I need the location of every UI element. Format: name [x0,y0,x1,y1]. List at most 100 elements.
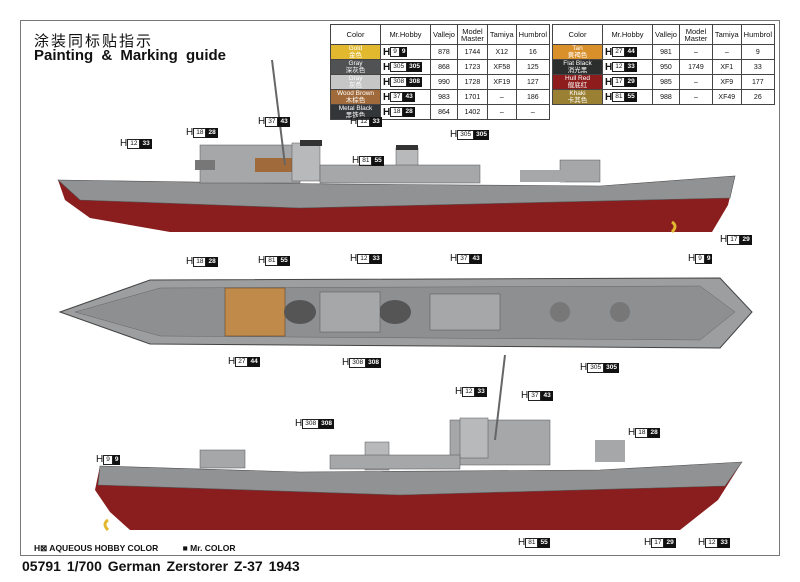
color-name-cn: 消光黑 [567,67,588,74]
aqueous-code: 305 [587,363,605,373]
h-mark: H [383,106,391,118]
mr-color-code: 305 [474,130,489,140]
aqueous-code: 27 [235,357,249,367]
mr-color-code: 33 [140,139,152,149]
mr-color-code: 28 [206,257,218,267]
h-mark: H [720,234,728,245]
aqueous-code: 9 [695,254,705,264]
mr-color-code: 55 [372,156,384,166]
aqueous-code: 17 [651,538,665,548]
color-name-cn: 黑铁色 [345,112,366,119]
mr-color-code: 55 [625,92,637,102]
aqueous-code: 12 [705,538,719,548]
color-name: Gray [348,60,363,67]
aqueous-code: 81 [359,156,373,166]
aqueous-code: 37 [265,117,279,127]
mr-color-code: 28 [648,428,660,438]
mr-color-code: 29 [664,538,676,548]
h-mark: H [383,61,391,73]
mr-color-code: 33 [625,62,637,72]
humbrol-code: 26 [740,89,776,105]
mr-color-code: 9 [704,254,713,264]
aqueous-code: 308 [349,358,367,368]
mr-color-code: 43 [541,391,553,401]
mr-color-code: 29 [625,77,637,87]
color-name: Gray [348,75,363,82]
h-mark: H [383,76,391,88]
vallejo-code: 988 [652,89,680,105]
mr-color-code: 28 [403,107,415,117]
aqueous-code: 308 [390,77,408,87]
column-header: Model Master [456,24,488,45]
color-name: Hull Red [565,75,590,82]
aqueous-code: 17 [612,77,626,87]
aqueous-code: 18 [193,257,207,267]
color-name: Tan [572,45,583,52]
mr-color-code: 43 [403,92,415,102]
h-mark: H [644,537,652,548]
legend: H⊠ AQUEOUS HOBBY COLOR ■ Mr. COLOR [34,543,257,554]
h-mark: H [186,256,194,267]
aqueous-code: 37 [390,92,404,102]
aqueous-code: 37 [457,254,471,264]
h-mark: H [352,155,360,166]
mr-color-code: 55 [278,256,290,266]
aqueous-code: 81 [612,92,626,102]
h-mark: H [96,454,104,465]
side-view-starboard [95,354,743,532]
color-name: Metal Black [338,105,373,112]
aqueous-code: 305 [457,130,475,140]
color-name-cn: 舰底红 [567,82,588,89]
h-mark: H [688,253,696,264]
h-mark: H [450,253,458,264]
model-master-code: 1402 [456,104,488,120]
aqueous-code: 9 [390,47,400,57]
tamiya-code: XF49 [711,89,742,105]
mr-color-code: 308 [407,77,422,87]
column-header: Vallejo [430,24,458,45]
aqueous-code: 12 [462,387,476,397]
mr-color-code: 33 [370,117,382,127]
kit-title: 05791 1/700 German Zerstorer Z-37 1943 [22,558,300,574]
h-mark: H [518,537,526,548]
h-mark: H [521,390,529,401]
mr-color-code: 9 [399,47,408,57]
mr-color-code: 29 [740,235,752,245]
h-mark: H [383,46,391,58]
h-mark: H [698,537,706,548]
h-mark: H [605,46,613,58]
color-name-cn: 灰色 [349,82,362,89]
column-header: Model Master [678,24,713,45]
h-mark: H [228,356,236,367]
mr-color-code: 43 [470,254,482,264]
aqueous-code: 305 [390,62,408,72]
color-name: Flat Black [563,60,592,67]
h-mark: H [258,255,266,266]
aqueous-code: 18 [193,128,207,138]
h-mark: H [120,138,128,149]
color-name: Wood Brown [336,90,375,97]
color-name-cn: 黄褐色 [567,52,588,59]
h-mark: H [605,76,613,88]
model-master-code: 1723 [456,59,488,75]
